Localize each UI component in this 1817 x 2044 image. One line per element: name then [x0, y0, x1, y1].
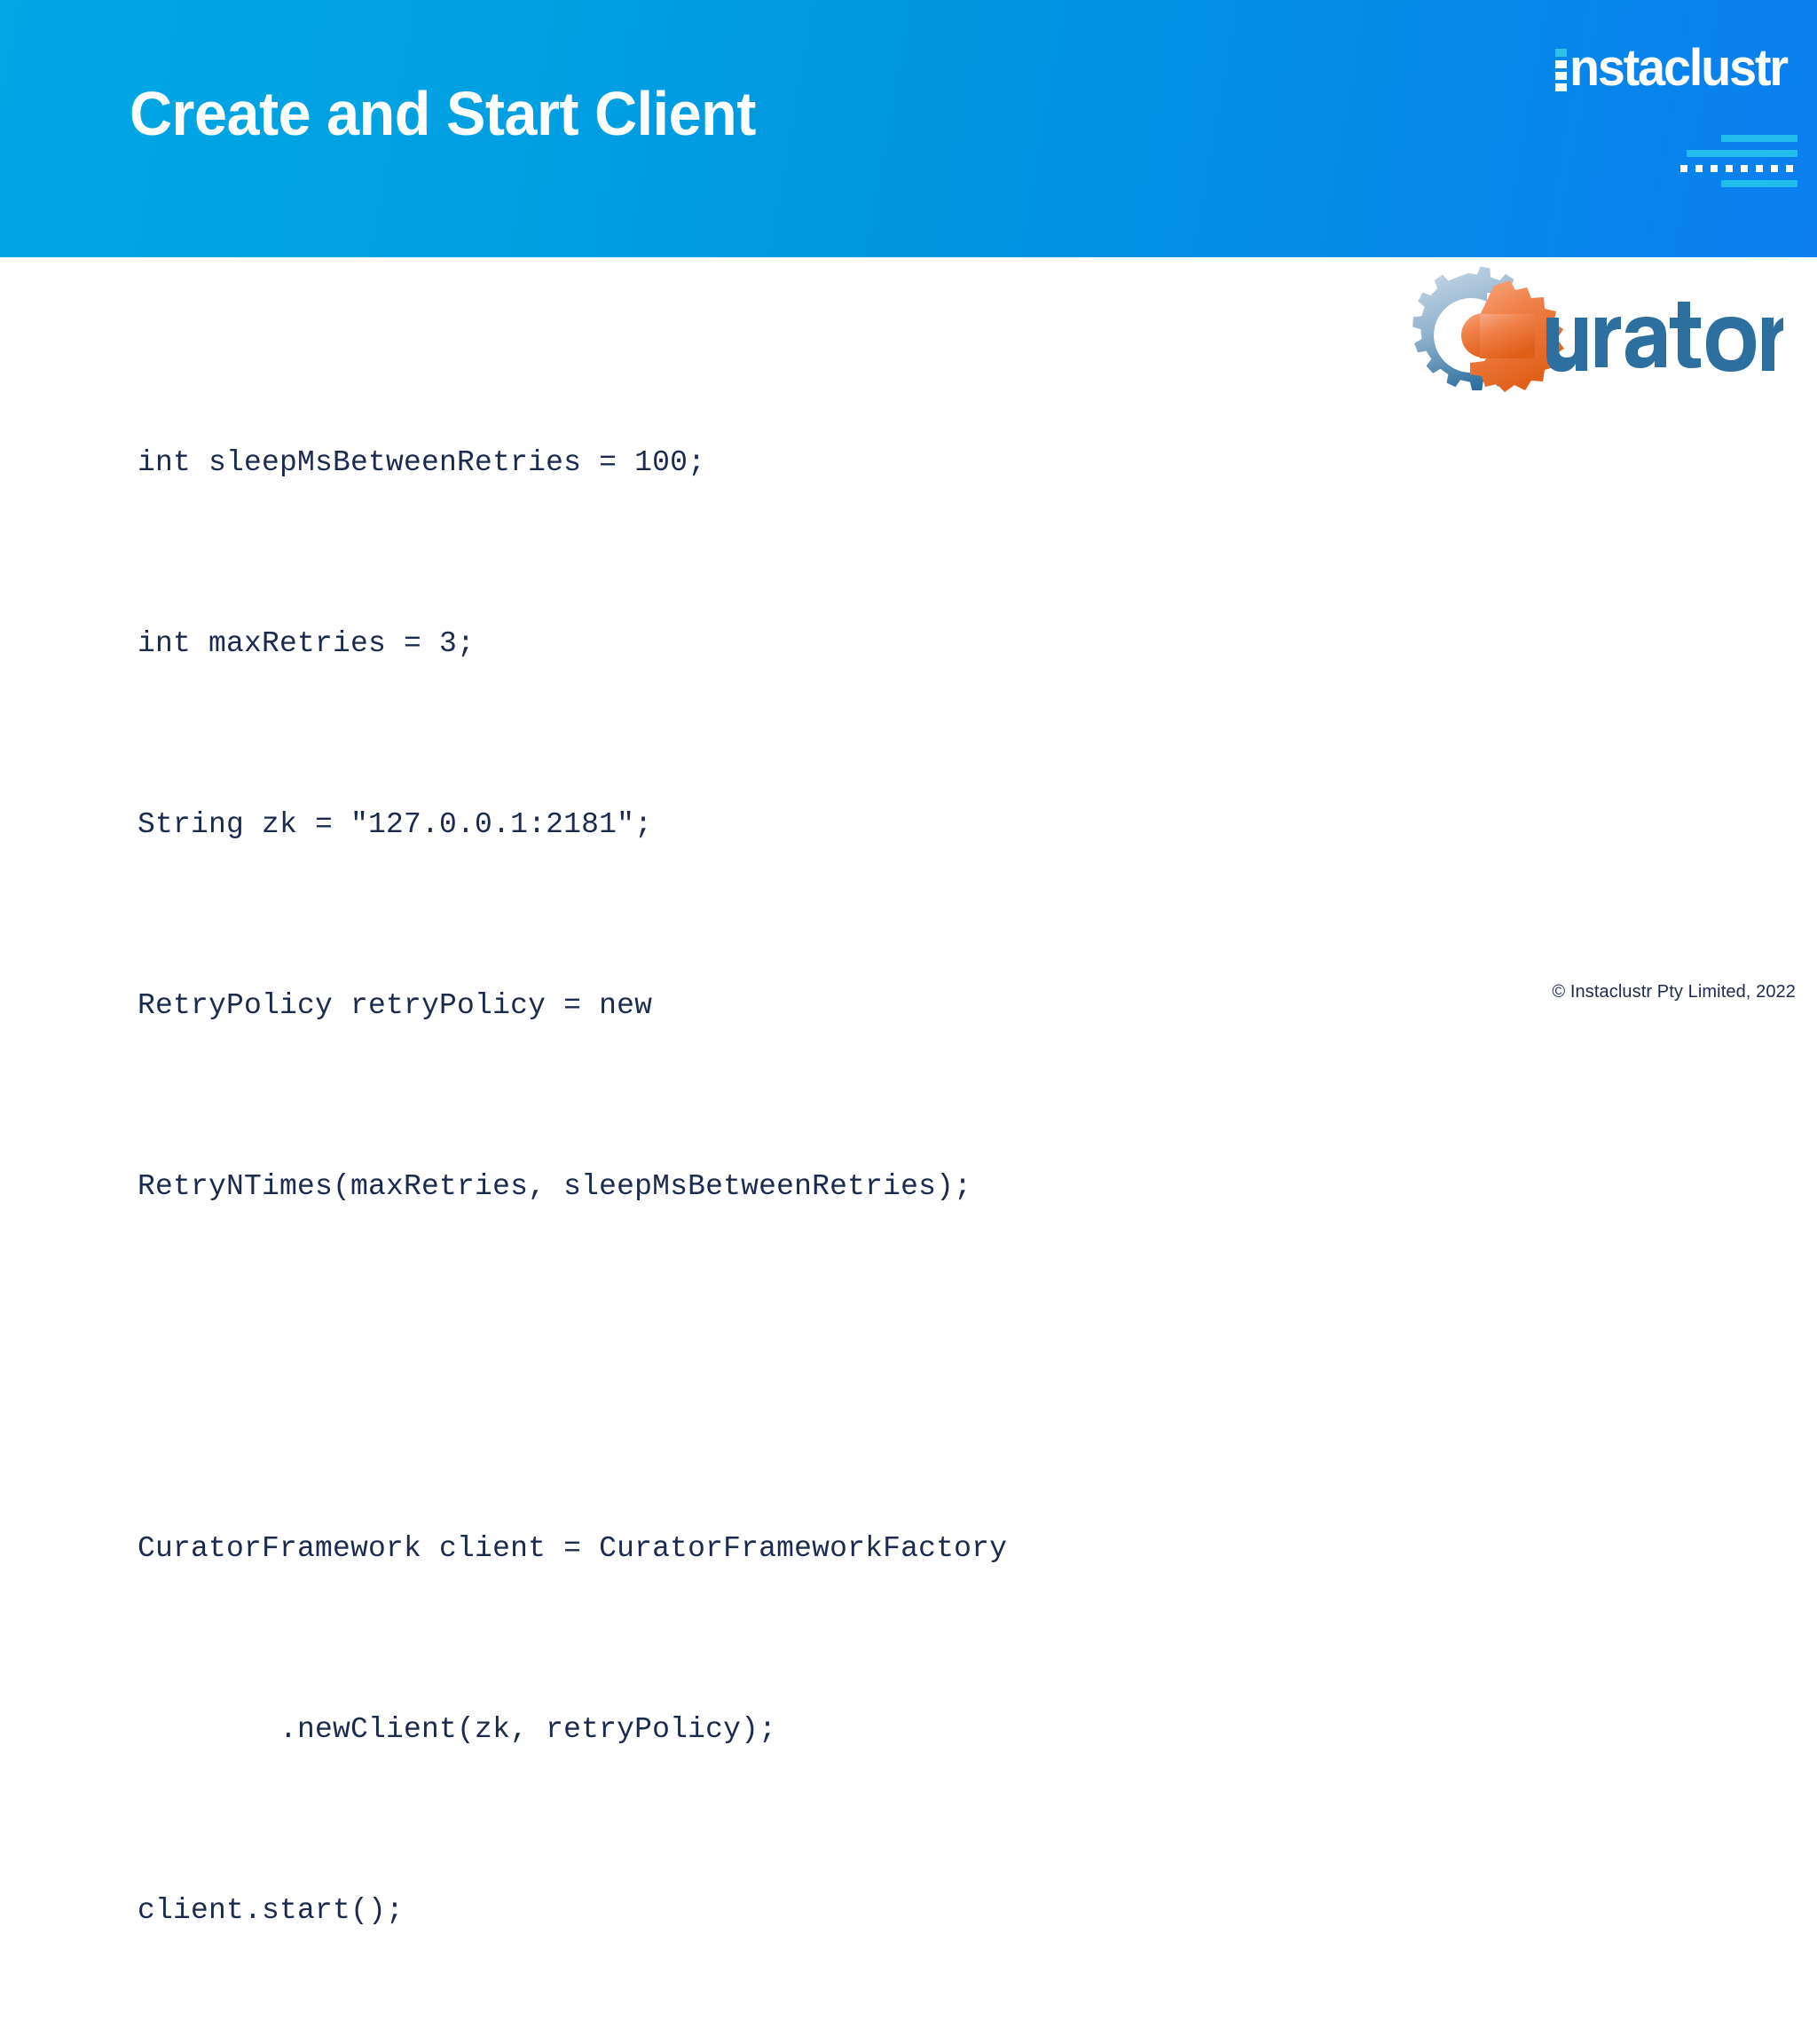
curator-orange-gear-icon [1461, 280, 1564, 392]
code-line: String zk = "127.0.0.1:2181"; [138, 808, 653, 841]
deco-bar-icon [1687, 150, 1797, 157]
deco-bar-row-1 [1638, 135, 1797, 142]
code-line: int maxRetries = 3; [138, 627, 476, 660]
instaclustr-wordmark: nstaclustr [1569, 39, 1789, 97]
deco-dots-icon [1638, 165, 1797, 172]
code-line-blank [138, 1338, 1007, 1398]
code-line: RetryPolicy retryPolicy = new [138, 989, 653, 1022]
deco-bar-icon [1721, 180, 1797, 187]
deco-bar-row-2 [1638, 150, 1797, 157]
header-banner: Create and Start Client nstaclustr [0, 0, 1817, 257]
deco-bar-row-3 [1638, 180, 1797, 187]
copyright-text: © Instaclustr Pty Limited, 2022 [1552, 982, 1796, 1002]
curator-wordmark [1546, 302, 1783, 372]
instaclustr-logo: nstaclustr [1554, 39, 1796, 97]
instaclustr-i-icon [1554, 49, 1567, 91]
code-line: RetryNTimes(maxRetries, sleepMsBetweenRe… [138, 1170, 972, 1203]
code-line: .newClient(zk, retryPolicy); [138, 1713, 777, 1746]
page-title: Create and Start Client [130, 79, 756, 148]
curator-logo [1402, 266, 1783, 408]
code-line: client.start(); [138, 1894, 405, 1927]
deco-bar-icon [1721, 135, 1797, 142]
code-snippet: int sleepMsBetweenRetries = 100; int max… [138, 312, 1007, 2044]
code-line: int sleepMsBetweenRetries = 100; [138, 446, 706, 479]
slide-root: Create and Start Client nstaclustr [0, 0, 1817, 1927]
code-line: CuratorFramework client = CuratorFramewo… [138, 1532, 1008, 1565]
header-decoration [1638, 135, 1797, 195]
